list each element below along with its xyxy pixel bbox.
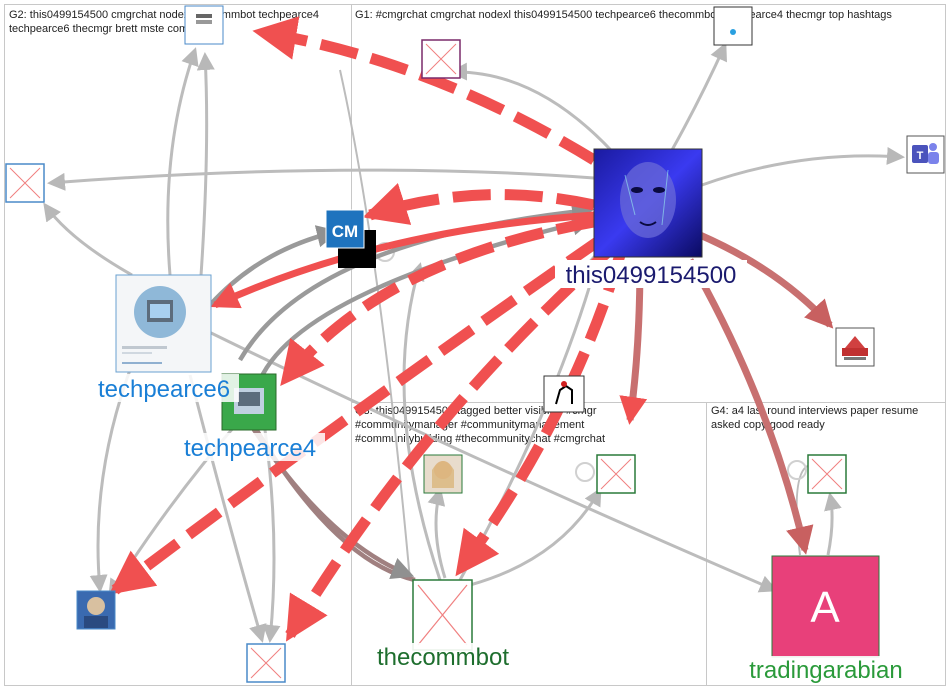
label-thecommbot: thecommbot xyxy=(367,643,519,671)
edge xyxy=(43,202,133,277)
edge xyxy=(670,42,727,151)
edge xyxy=(285,245,614,642)
label-this0499154500-text: this0499154500 xyxy=(566,262,737,289)
node-community-badge[interactable] xyxy=(835,327,875,367)
edge xyxy=(824,492,842,556)
node-broken-g1[interactable] xyxy=(421,39,461,79)
label-techpearce6-text: techpearce6 xyxy=(98,376,230,403)
edge xyxy=(108,235,604,595)
label-techpearce4: techpearce4 xyxy=(175,433,325,462)
node-labels: this0499154500 techpearce6 techpearce4 t… xyxy=(89,260,914,684)
group-g4-box xyxy=(706,402,946,686)
edge xyxy=(449,62,622,161)
label-tradingarabian: tradingarabian xyxy=(738,656,914,684)
node-tradingarabian[interactable]: A xyxy=(771,555,880,658)
edge xyxy=(701,146,905,187)
svg-text:T: T xyxy=(917,150,924,162)
node-dot-top[interactable] xyxy=(713,6,753,46)
edge xyxy=(427,487,447,579)
node-broken-g2-left[interactable] xyxy=(5,163,45,203)
group-g2-label: G2: this0499154500 cmgrchat nodexl theco… xyxy=(9,9,320,35)
node-g2-avatar[interactable] xyxy=(76,590,116,630)
edge xyxy=(686,258,814,555)
node-g2-top[interactable] xyxy=(184,5,224,45)
label-techpearce4-text: techpearce4 xyxy=(184,435,316,462)
label-this0499154500: this0499154500 xyxy=(555,260,747,289)
edge xyxy=(47,168,595,191)
node-broken-g3[interactable] xyxy=(596,454,636,494)
node-thecommbot[interactable] xyxy=(412,579,473,651)
node-thecmgr[interactable]: CM xyxy=(325,209,376,268)
edge xyxy=(280,216,595,387)
node-techpearce6[interactable] xyxy=(115,274,212,373)
red-solid-edges xyxy=(210,211,595,309)
label-techpearce6: techpearce6 xyxy=(89,374,239,403)
cm-logo-text: CM xyxy=(332,222,358,241)
edge xyxy=(196,52,215,291)
edge xyxy=(362,183,596,225)
node-horse-logo[interactable] xyxy=(543,375,585,413)
edge xyxy=(402,262,442,581)
edge xyxy=(166,47,199,276)
label-thecommbot-text: thecommbot xyxy=(377,644,509,671)
node-teams[interactable]: T xyxy=(906,135,945,174)
node-this0499154500[interactable] xyxy=(593,148,703,258)
edge xyxy=(89,369,132,593)
edge xyxy=(698,231,834,329)
edge xyxy=(458,247,605,581)
node-broken-g2-bottom[interactable] xyxy=(246,643,286,683)
edge xyxy=(188,374,267,643)
edge xyxy=(455,253,626,577)
label-tradingarabian-text: tradingarabian xyxy=(749,657,902,684)
node-g3-avatar[interactable] xyxy=(423,454,463,494)
node-broken-g4[interactable] xyxy=(807,454,847,494)
edge xyxy=(210,211,595,309)
group-g1-label: G1: #cmgrchat cmgrchat nodexl this049915… xyxy=(355,9,892,21)
tradingarabian-avatar-letter: A xyxy=(810,583,840,632)
broken-image-nodes xyxy=(5,39,847,683)
edge xyxy=(204,328,778,593)
edge xyxy=(469,487,602,587)
